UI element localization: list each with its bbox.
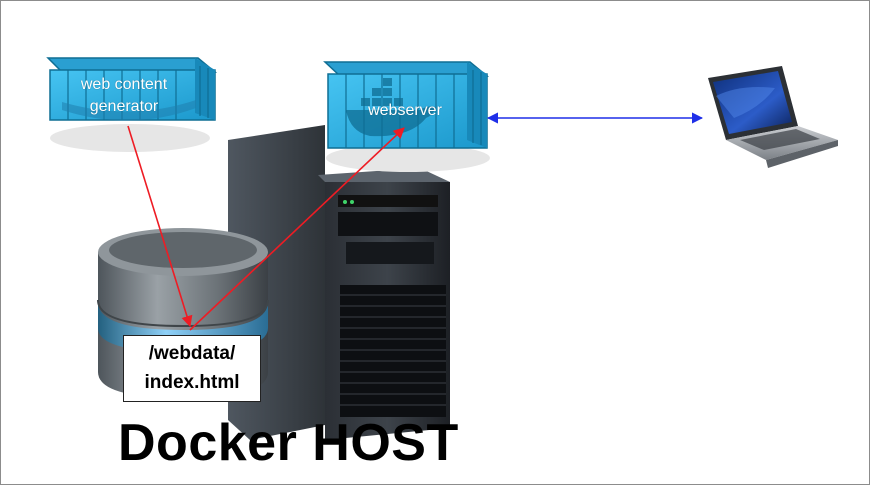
generator-label-line2: generator — [89, 98, 159, 115]
docker-whale-icon — [346, 78, 436, 137]
generator-label: web content generator — [50, 74, 198, 118]
generator-label-line1: web content — [80, 76, 168, 93]
container-icon — [46, 57, 218, 152]
webserver-label: webserver — [368, 102, 442, 119]
container-icon — [323, 61, 490, 172]
write-arrow — [127, 125, 193, 328]
storage-path-line2: index.html — [144, 372, 240, 393]
laptop-icon — [708, 66, 838, 168]
read-arrow — [189, 127, 405, 331]
storage-path-label: /webdata/ index.html — [123, 335, 261, 402]
storage-path-line1: /webdata/ — [148, 343, 236, 364]
host-title: Docker HOST — [118, 414, 459, 472]
